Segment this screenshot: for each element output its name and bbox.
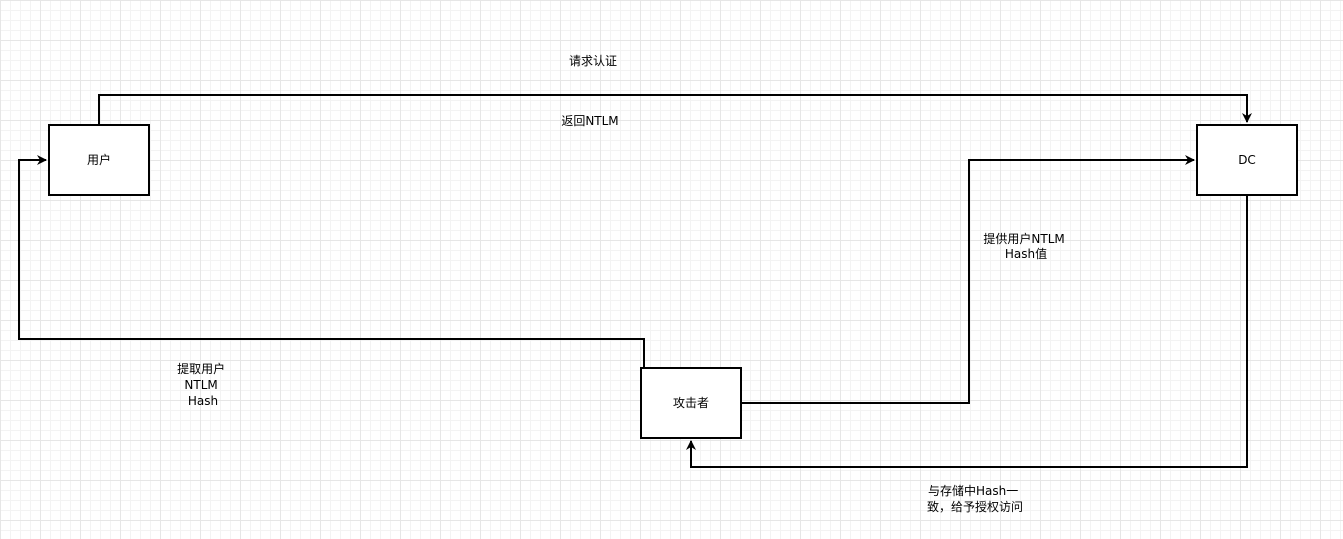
edge-label-extract-hash: 提取用户 NTLM Hash	[177, 361, 229, 408]
edge-grant-access[interactable]	[686, 195, 1248, 468]
edge-label-grant-access-line-2: 致，给予授权访问	[927, 499, 1023, 514]
edge-label-provide-hash-line-1: 提供用户NTLM	[983, 231, 1064, 246]
edge-label-grant-access-line-1: 与存储中Hash一	[928, 483, 1018, 498]
edge-label-extract-hash-line-3: Hash	[188, 394, 218, 408]
node-dc[interactable]: DC	[1196, 124, 1298, 196]
edge-provide-hash[interactable]	[741, 155, 1195, 404]
edge-label-extract-hash-line-1: 提取用户	[177, 361, 225, 376]
node-attacker-label: 攻击者	[673, 396, 709, 410]
edge-label-provide-hash-line-2: Hash值	[1005, 246, 1047, 261]
edge-label-return-ntlm: 返回NTLM	[561, 114, 618, 128]
edge-extract-hash[interactable]	[18, 155, 645, 368]
node-dc-label: DC	[1238, 153, 1256, 167]
edge-label-extract-hash-line-2: NTLM	[184, 378, 217, 392]
edge-request-auth[interactable]	[98, 94, 1252, 125]
node-user[interactable]: 用户	[48, 124, 150, 196]
edge-label-grant-access: 与存储中Hash一 致，给予授权访问	[927, 483, 1023, 514]
edge-label-provide-hash: 提供用户NTLM Hash值	[983, 231, 1068, 261]
node-attacker[interactable]: 攻击者	[640, 367, 742, 439]
node-user-label: 用户	[87, 152, 111, 167]
edge-label-request-auth: 请求认证	[569, 54, 617, 68]
